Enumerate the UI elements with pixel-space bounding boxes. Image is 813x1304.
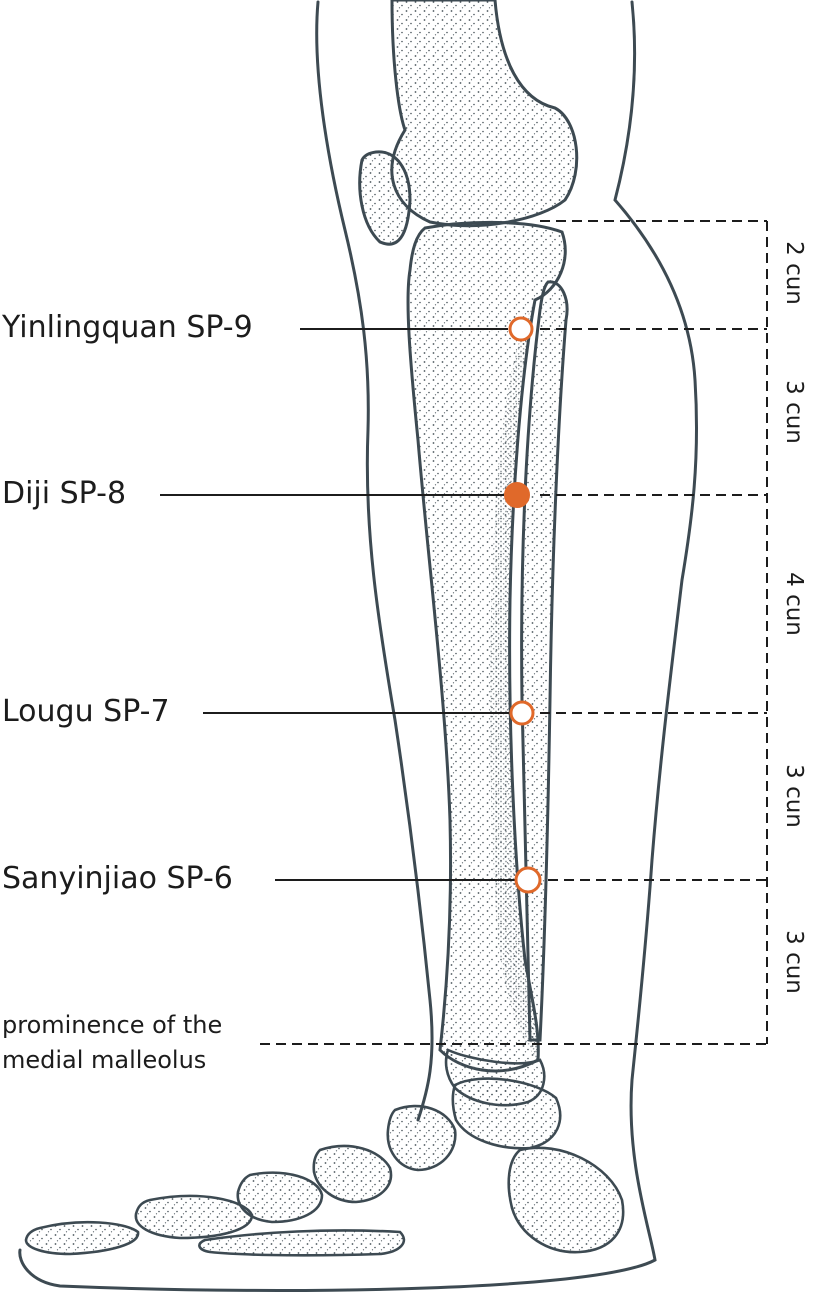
leg-skin-outline [18, 0, 699, 1292]
cun-label: 2 cun [781, 241, 807, 305]
landmark-label-line1: prominence of the [2, 1011, 223, 1039]
cun-labels: 2 cun 3 cun 4 cun 3 cun 3 cun [781, 241, 807, 994]
point-sp8 [504, 482, 530, 508]
acupoints [504, 316, 542, 894]
label-sp9: Yinlingquan SP-9 [2, 310, 253, 345]
measurement-scale [260, 220, 768, 1045]
label-sp6: Sanyinjiao SP-6 [2, 861, 233, 896]
point-sp7 [509, 700, 535, 726]
fibula [520, 280, 569, 1042]
cun-label: 3 cun [781, 764, 807, 828]
landmark-label-line2: medial malleolus [2, 1046, 207, 1074]
point-sp9 [508, 316, 534, 342]
point-sp6 [514, 866, 542, 894]
label-sp7: Lougu SP-7 [2, 694, 170, 729]
label-sp8: Diji SP-8 [2, 476, 127, 511]
cun-label: 3 cun [781, 930, 807, 994]
patella [358, 150, 412, 246]
leader-lines [160, 328, 515, 881]
cun-label: 4 cun [781, 572, 807, 636]
foot-bones [24, 1048, 625, 1257]
femur [390, 0, 579, 228]
cun-label: 3 cun [781, 380, 807, 444]
